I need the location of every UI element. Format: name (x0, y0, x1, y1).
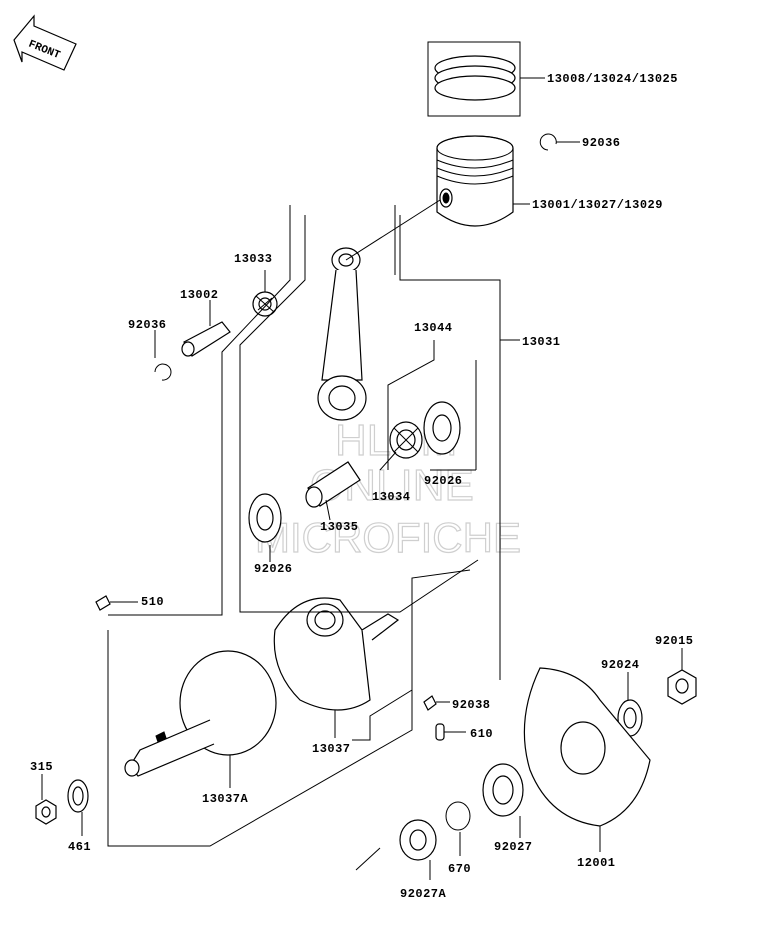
gear-92027 (482, 763, 524, 838)
callout-92024: 92024 (601, 658, 640, 672)
callout-92036-left: 92036 (128, 318, 167, 332)
callout-92036-top: 92036 (582, 136, 621, 150)
callout-12001: 12001 (577, 856, 616, 870)
callout-13037: 13037 (312, 742, 351, 756)
callout-13037A: 13037A (202, 792, 249, 806)
callout-610: 610 (470, 727, 493, 741)
callout-13008: 13008/13024/13025 (547, 72, 678, 86)
callout-13034: 13034 (372, 490, 411, 504)
connecting-rod (317, 199, 441, 421)
callout-13044: 13044 (414, 321, 453, 335)
callout-461: 461 (68, 840, 91, 854)
thrust-washer-right (423, 401, 461, 455)
callout-13033: 13033 (234, 252, 273, 266)
circlip-top (539, 133, 580, 151)
callout-510: 510 (141, 595, 164, 609)
crank-half-left (124, 650, 277, 788)
callout-92027: 92027 (494, 840, 533, 854)
piston (436, 135, 530, 227)
callout-13031: 13031 (522, 335, 561, 349)
nut-315 (35, 774, 57, 825)
watermark-line3: MICROFICHE (255, 514, 521, 561)
callout-92038: 92038 (452, 698, 491, 712)
rotor-12001 (523, 667, 651, 852)
callout-13035: 13035 (320, 520, 359, 534)
assembly-bracket-13031 (107, 205, 520, 871)
crank-half-right (273, 597, 400, 738)
callout-92026-left: 92026 (254, 562, 293, 576)
callout-92026-right: 92026 (424, 474, 463, 488)
front-arrow-badge: FRONT (13, 14, 77, 71)
circlip-left (154, 330, 172, 381)
piston-pin (181, 300, 231, 357)
callout-13002: 13002 (180, 288, 219, 302)
big-end-bearing (379, 421, 423, 471)
callout-92027A: 92027A (400, 887, 447, 901)
piston-rings (427, 41, 545, 117)
nut-92015 (667, 648, 697, 705)
callout-13001: 13001/13027/13029 (532, 198, 663, 212)
callout-670: 670 (448, 862, 471, 876)
small-end-bearing (252, 270, 278, 317)
crank-pin (305, 461, 361, 521)
washer-461 (67, 779, 89, 836)
dowel-92038 (423, 695, 450, 711)
pin-610 (435, 723, 466, 741)
thrust-washer-left (248, 493, 282, 562)
woodruff-key-510 (95, 595, 138, 611)
callout-92015: 92015 (655, 634, 694, 648)
collar-92027A (399, 819, 437, 880)
callout-315: 315 (30, 760, 53, 774)
o-ring-670 (445, 801, 471, 856)
